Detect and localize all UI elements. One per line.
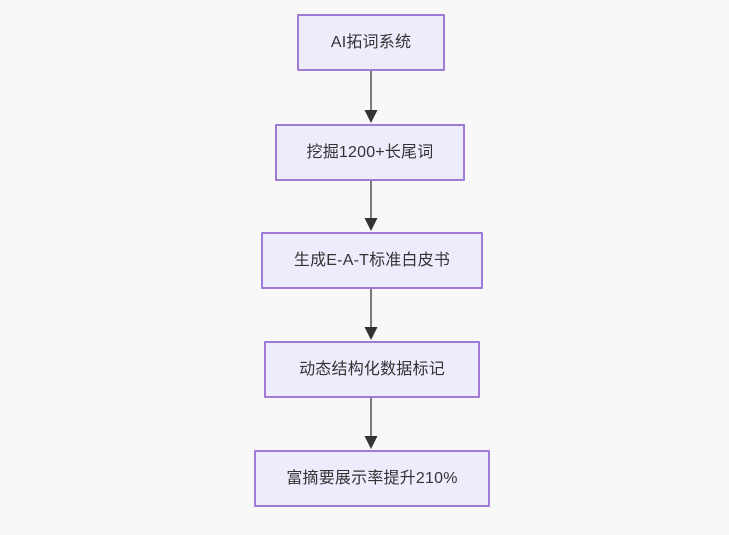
flowchart-node-dynamic-structured-data-markup[interactable]: 动态结构化数据标记 xyxy=(264,341,480,398)
node-label: AI拓词系统 xyxy=(330,33,412,51)
node-label: 生成E-A-T标准白皮书 xyxy=(293,251,451,269)
edge-n3-n4 xyxy=(364,289,378,340)
edge-n1-n2 xyxy=(364,71,378,123)
flowchart-node-rich-snippet-impression-increase[interactable]: 富摘要展示率提升210% xyxy=(254,450,490,507)
node-label: 动态结构化数据标记 xyxy=(299,360,445,378)
edge-n2-n3 xyxy=(364,181,378,231)
edge-n4-n5 xyxy=(364,398,378,449)
flowchart-node-ai-keyword-system[interactable]: AI拓词系统 xyxy=(297,14,445,71)
flowchart-node-mine-longtail-keywords[interactable]: 挖掘1200+长尾词 xyxy=(275,124,465,181)
flowchart-node-generate-eat-whitepaper[interactable]: 生成E-A-T标准白皮书 xyxy=(261,232,483,289)
node-label: 挖掘1200+长尾词 xyxy=(306,143,434,161)
node-label: 富摘要展示率提升210% xyxy=(286,469,458,487)
